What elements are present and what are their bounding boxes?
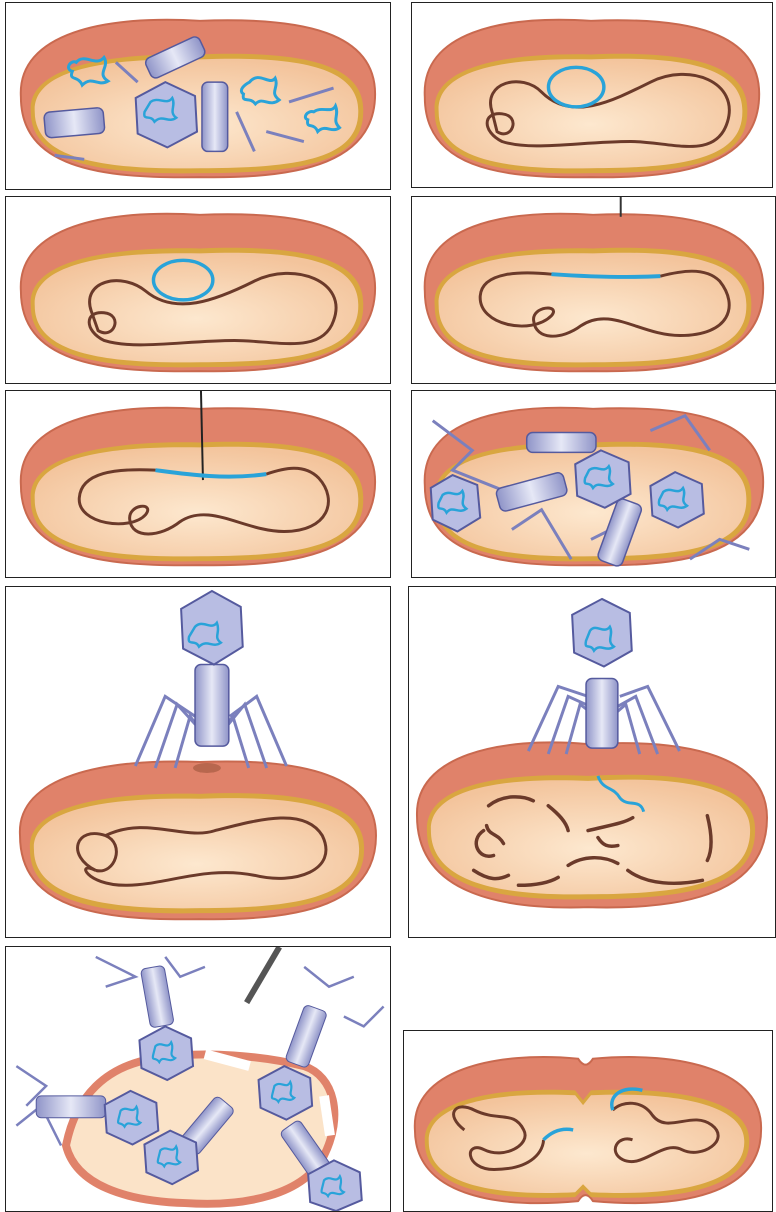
cell-with-viral-dna-circle [412,3,772,187]
panel-prophage-excision [5,390,391,578]
panel-assembly [5,2,391,190]
attachment-site [193,763,221,773]
panel-prophage [411,196,776,384]
assembly-diagram [6,3,390,189]
phage-head [181,591,243,665]
pointer-line [247,947,280,1003]
bacterial-cell [417,742,767,907]
phage-injection [409,587,775,937]
panel-lysis [5,946,391,1212]
panel-viral-dna-circle-2 [5,196,391,384]
cell-with-prophage [412,197,775,383]
dividing-cell [404,1031,772,1211]
panel-viral-dna-circle-1 [411,2,773,188]
panel-injection [408,586,776,938]
phage [528,599,679,754]
panel-attachment [5,586,391,938]
phage [135,591,286,768]
phage-tail [195,665,229,747]
panel-cell-division [403,1030,773,1212]
panel-mature-phages [411,390,776,578]
cell-with-prophage-excision [6,391,390,577]
bacterial-cell [20,761,376,919]
cell-with-viral-dna-circle [6,197,390,383]
phage-attachment [6,587,390,937]
phage-head [572,599,632,667]
cell-lysis [6,947,390,1211]
cell-with-mature-phages [412,391,775,577]
phage-tail [586,678,618,748]
